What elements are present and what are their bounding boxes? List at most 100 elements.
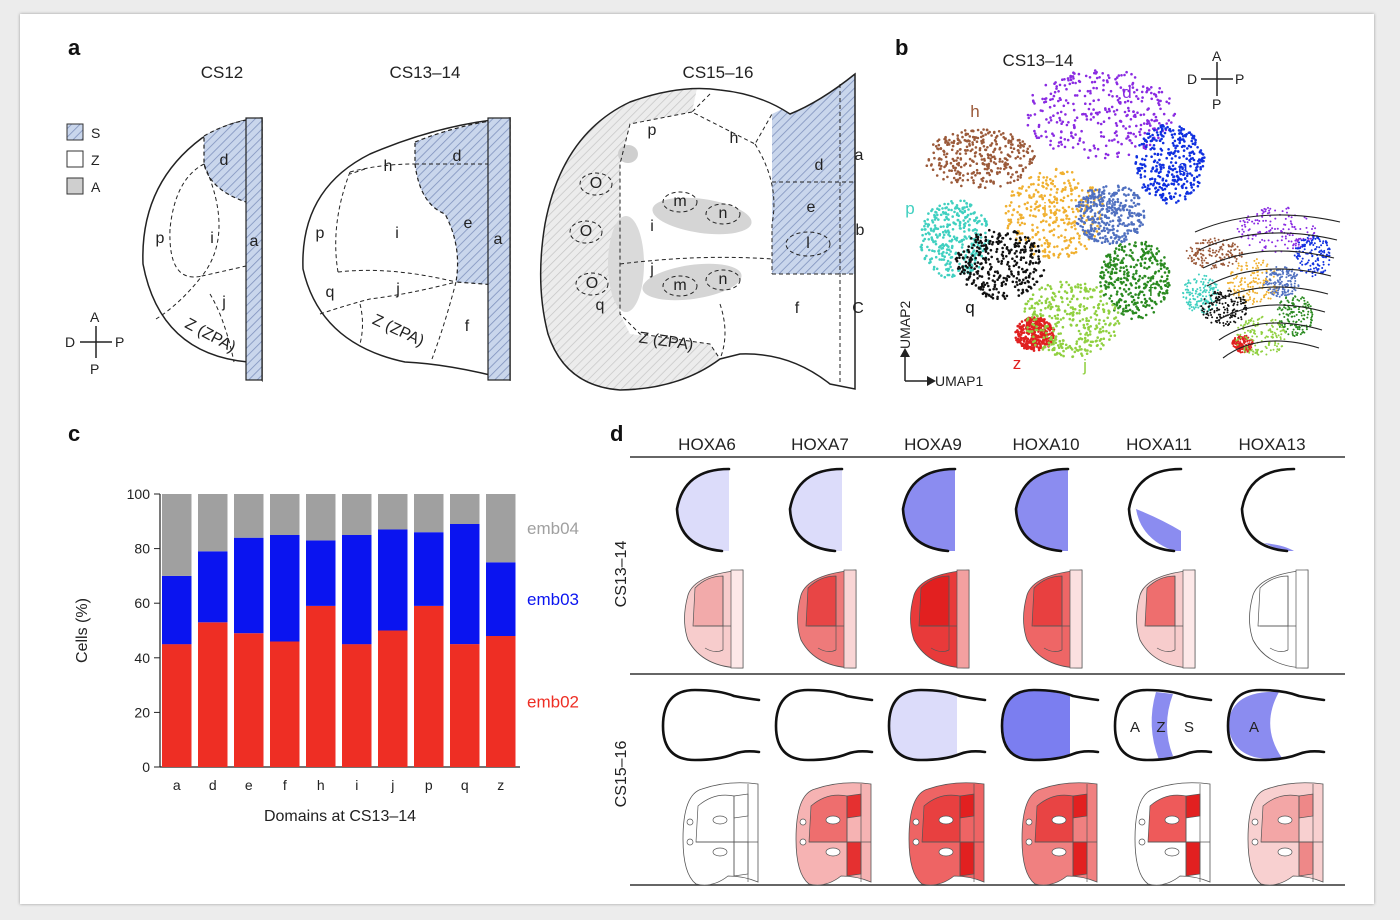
axis-a-bottom: P: [90, 361, 99, 377]
umap-label-i: i: [1043, 199, 1047, 218]
umap-cluster-p-points: [919, 199, 990, 279]
umap-label-z: z: [1013, 354, 1022, 373]
velocity-cluster-q-points: [1200, 289, 1248, 327]
cs1516-label-b: b: [856, 222, 865, 239]
cs1516-label-n2: n: [719, 271, 728, 288]
x-tick-label: j: [390, 777, 394, 793]
figure-canvas: a S Z A A D P P CS12 CS13–14 CS15–16 d p…: [65, 35, 1345, 886]
bar-emb04-p: [414, 494, 444, 533]
cs1516-label-q: q: [596, 297, 605, 314]
panel-b-letter: b: [895, 35, 908, 60]
cs1516-label-i: i: [650, 218, 654, 235]
bar-emb04-i: [342, 494, 372, 535]
umap-cluster-j-points: [1023, 280, 1121, 359]
cs13-domain-hoxa6: [675, 467, 731, 553]
cs15-pattern-hoxa13: [1247, 782, 1324, 886]
diagram-cs1516: p h d a O m n e O i l b j m n O q f C Z …: [539, 72, 865, 391]
y-tick-label: 20: [134, 704, 150, 720]
cs13-pattern-hoxa7: [797, 569, 857, 669]
cs1314-label-f: f: [465, 318, 470, 335]
axis-b-bottom: P: [1212, 96, 1221, 112]
panel-c-letter: c: [68, 421, 80, 446]
cs1516-label-n1: n: [719, 205, 728, 222]
bar-emb04-d: [198, 494, 228, 552]
cs15-domain-text: Z: [1156, 719, 1165, 736]
cs15-pattern-hoxa11: [1134, 782, 1211, 886]
cs1516-label-c: C: [852, 300, 864, 317]
umap-label-a: a: [1178, 157, 1188, 176]
cs13-domain-hoxa13: [1240, 467, 1296, 553]
series-label-emb04: emb04: [527, 519, 579, 538]
cs1314-label-h: h: [384, 158, 393, 175]
bar-emb03-z: [486, 562, 516, 636]
y-tick-label: 60: [134, 595, 150, 611]
cs1314-label-a: a: [494, 231, 503, 248]
bar-emb02-a: [162, 644, 192, 767]
velocity-streamline: [1214, 304, 1326, 323]
cs1516-label-o1: O: [590, 175, 602, 192]
bar-emb03-e: [234, 537, 264, 634]
diagram-cs12: d p i a j Z (ZPA): [142, 117, 263, 383]
axis-a-left: D: [65, 334, 75, 350]
bar-emb02-q: [450, 644, 480, 767]
velocity-cluster-j-points: [1235, 315, 1287, 356]
bar-emb03-f: [270, 535, 300, 642]
legend-z: Z: [66, 150, 100, 168]
cs15-domain-text: S: [1184, 719, 1194, 736]
umap-scatter-velocity: [1182, 206, 1341, 359]
umap-y-label: UMAP2: [897, 301, 913, 349]
umap-cluster-q-points: [954, 228, 1046, 301]
bar-emb04-e: [234, 494, 264, 538]
x-tick-label: e: [245, 777, 253, 793]
cs1314-label-j: j: [395, 281, 400, 298]
bar-emb04-a: [162, 494, 192, 576]
bar-emb03-a: [162, 575, 192, 645]
umap-label-j: j: [1082, 356, 1087, 375]
x-tick-label: d: [209, 777, 217, 793]
x-tick-label: p: [425, 777, 433, 793]
cs1516-label-h: h: [730, 130, 739, 147]
x-axis-title: Domains at CS13–14: [264, 808, 416, 825]
umap-label-q: q: [965, 298, 974, 317]
legend-a: A: [66, 177, 101, 195]
cs13-domain-hoxa11: [1127, 467, 1183, 553]
bar-emb03-q: [450, 524, 480, 645]
velocity-streamline: [1210, 286, 1329, 305]
cs1314-label-e: e: [464, 215, 473, 232]
cs12-label-j: j: [221, 294, 226, 311]
row-label-1: CS15–16: [613, 741, 630, 808]
x-tick-label: a: [173, 777, 181, 793]
cs15-domain-text: A: [1249, 719, 1259, 736]
axis-cross-a: A D P P: [65, 309, 124, 377]
umap-axes: UMAP1 UMAP2: [897, 301, 983, 389]
cs1516-label-d: d: [815, 157, 824, 174]
bar-emb02-e: [234, 633, 264, 767]
cs1516-label-a: a: [855, 147, 864, 164]
bar-emb02-h: [306, 605, 336, 767]
series-label-emb03: emb03: [527, 590, 579, 609]
gene-header-hoxa7: HOXA7: [791, 435, 849, 454]
x-tick-label: z: [497, 777, 504, 793]
bar-emb02-z: [486, 636, 516, 767]
bar-emb04-q: [450, 494, 480, 524]
gene-header-hoxa9: HOXA9: [904, 435, 962, 454]
umap-cluster-e-points: [1075, 184, 1146, 245]
cs15-domain-hoxa6: [661, 688, 761, 762]
cs1516-label-f: f: [795, 300, 800, 317]
gene-header-hoxa6: HOXA6: [678, 435, 736, 454]
umap-cluster-f-points: [1099, 240, 1171, 321]
gene-header-hoxa10: HOXA10: [1012, 435, 1079, 454]
umap-label-e: e: [1105, 194, 1114, 213]
cs1516-label-m1: m: [673, 193, 686, 210]
axis-a-top: A: [90, 309, 100, 325]
y-tick-label: 0: [142, 759, 150, 775]
cs1516-label-j: j: [649, 261, 654, 278]
axis-a-right: P: [115, 334, 124, 350]
bar-emb03-p: [414, 532, 444, 606]
cs1314-label-d: d: [453, 148, 462, 165]
bar-emb02-p: [414, 605, 444, 767]
y-tick-label: 100: [127, 486, 151, 502]
velocity-streamline: [1194, 214, 1341, 233]
velocity-cluster-f-points: [1276, 295, 1314, 337]
